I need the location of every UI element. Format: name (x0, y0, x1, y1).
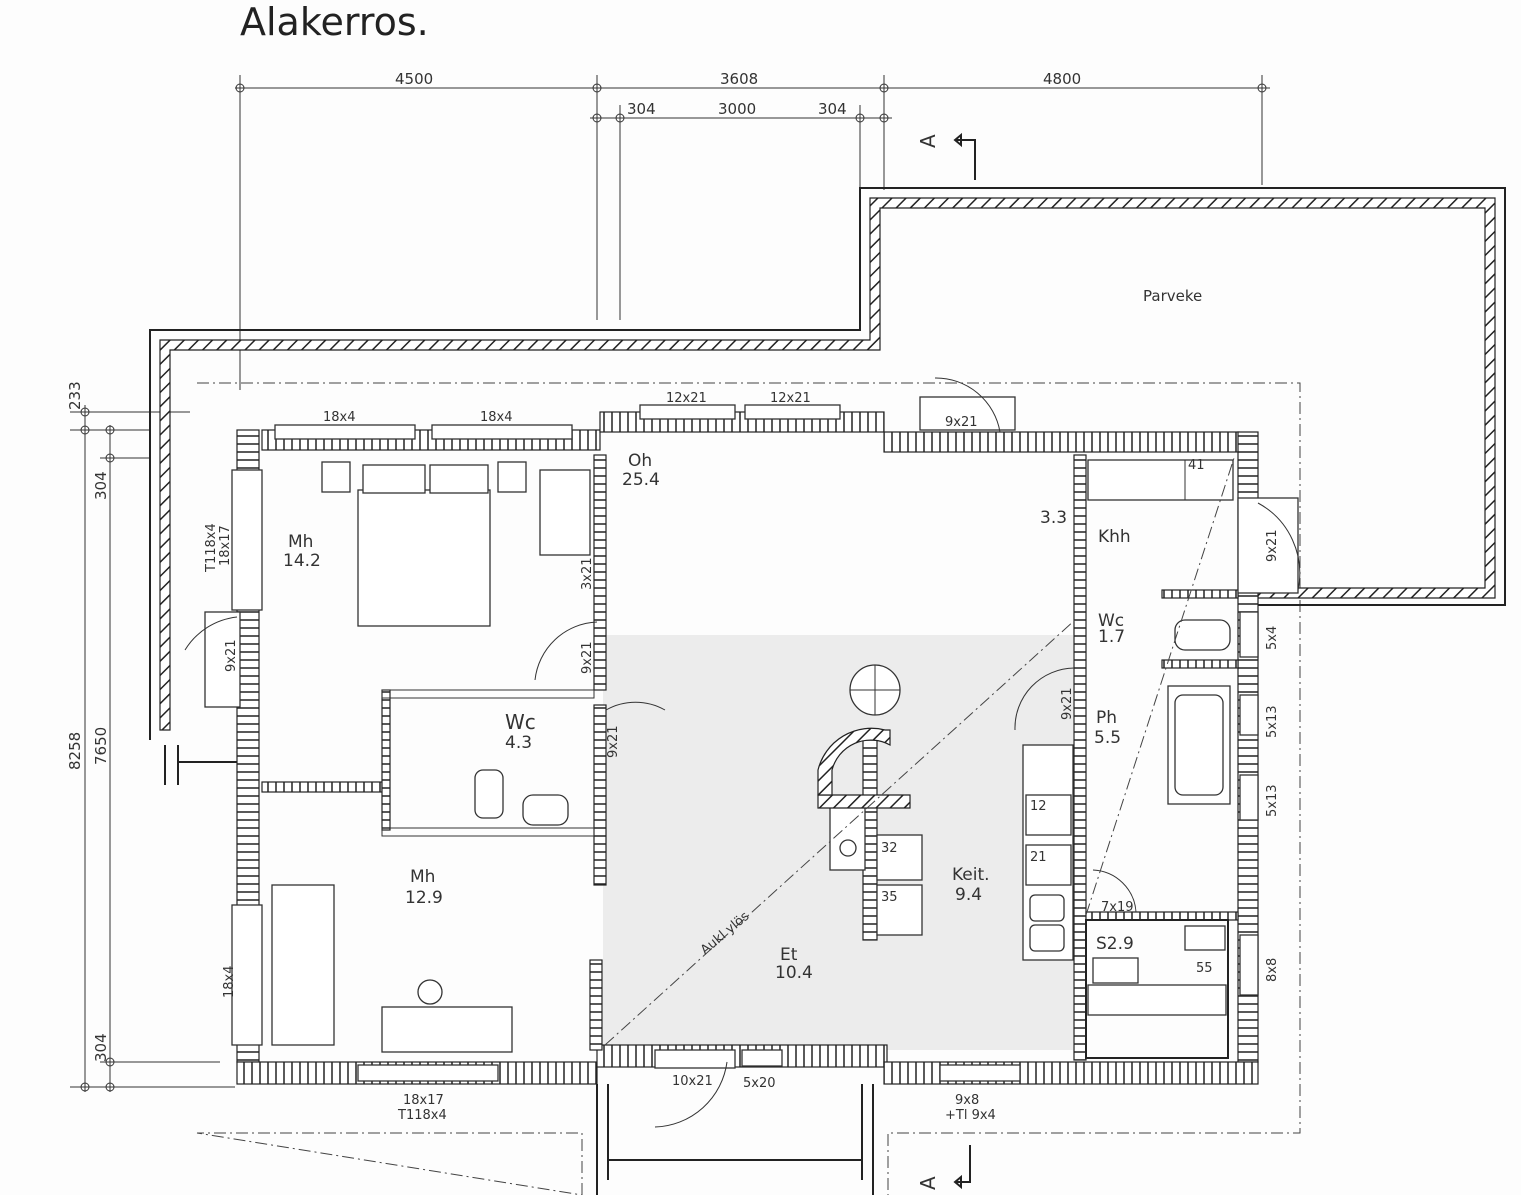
dim-304-top: 304 (92, 471, 110, 500)
top-dimension-lines (235, 75, 1270, 390)
dim-3608: 3608 (720, 70, 758, 88)
dim-7650: 7650 (92, 727, 110, 765)
label-w-top1: 18x4 (323, 410, 356, 425)
chimney (829, 804, 866, 871)
fixture-21: 21 (1030, 850, 1047, 865)
room-keit-area: 9.4 (955, 885, 982, 905)
room-mh1-name: Mh (288, 532, 313, 552)
label-w-r4: 8x8 (1265, 958, 1280, 982)
desk (381, 1006, 513, 1053)
room-et-name: Et (780, 945, 798, 965)
fixture-32: 32 (881, 841, 898, 856)
room-wc1-area: 4.3 (505, 733, 532, 753)
dim-304-a: 304 (627, 100, 656, 118)
room-keit-name: Keit. (952, 865, 990, 885)
label-w-bot2b: +Tl 9x4 (945, 1108, 996, 1123)
section-marker-top: A (916, 132, 976, 180)
label-d-right: 9x21 (1265, 529, 1280, 562)
room-mh1-area: 14.2 (283, 551, 321, 571)
label-w-bot1a: 18x17 (403, 1093, 444, 1108)
label-w-main: 5x20 (743, 1076, 776, 1091)
room-oh-name: Oh (628, 451, 652, 471)
label-w-r1: 5x4 (1265, 626, 1280, 650)
dim-233: 233 (66, 381, 84, 410)
room-wc2-name: Wc (1098, 611, 1124, 631)
furniture (271, 459, 1234, 1053)
fixture-55: 55 (1196, 961, 1213, 976)
sauna-bench (1092, 957, 1139, 984)
label-w-left1a: T118x4 (204, 523, 219, 573)
sink-wc1 (522, 794, 569, 826)
room-wc2-area: 1.7 (1098, 627, 1125, 647)
label-w-r2: 5x13 (1265, 705, 1280, 738)
label-d-mh1b: 9x21 (580, 641, 595, 674)
room-parveke: Parveke (1143, 287, 1202, 305)
label-w-bot2a: 9x8 (955, 1093, 979, 1108)
double-bed (357, 489, 491, 627)
dim-4500: 4500 (395, 70, 433, 88)
dim-304-bottom: 304 (92, 1033, 110, 1062)
label-d-sauna: 7x19 (1101, 900, 1134, 915)
label-w-left2: 18x4 (222, 965, 237, 998)
toilet-wc2 (1174, 619, 1231, 651)
label-d-ph: 9x21 (1060, 687, 1075, 720)
label-w-bot1b: T118x4 (397, 1108, 447, 1123)
label-d-main: 10x21 (672, 1074, 713, 1089)
plan-title: Alakerros. (240, 0, 429, 44)
interior-walls (261, 454, 1239, 1061)
opening-up-lines (604, 454, 1236, 1046)
dim-3000: 3000 (718, 100, 756, 118)
label-w-top3: 12x21 (666, 391, 707, 406)
section-marker-bottom: A (916, 1145, 971, 1190)
label-w-r3: 5x13 (1265, 784, 1280, 817)
label-d-wc: 9x21 (606, 725, 621, 758)
fixture-41: 41 (1188, 458, 1205, 473)
room-mh2-name: Mh (410, 867, 435, 887)
room-mh2-area: 12.9 (405, 888, 443, 908)
label-d-mh1: 3x21 (580, 557, 595, 590)
room-khh-name: Khh (1098, 527, 1131, 547)
room-et-area: 10.4 (775, 963, 813, 983)
balcony-outer (149, 187, 1506, 740)
dim-8258: 8258 (66, 732, 84, 770)
label-d-left: 9x21 (224, 639, 239, 672)
room-ph-name: Ph (1096, 708, 1117, 728)
single-bed-bottom (271, 884, 335, 1046)
room-oh-area: 25.4 (622, 470, 660, 490)
roof-outline (196, 382, 1301, 1195)
room-storage-area: 3.3 (1040, 508, 1067, 528)
openings (184, 377, 1301, 1195)
dim-4800: 4800 (1043, 70, 1081, 88)
label-w-left1b: 18x17 (218, 525, 233, 566)
fixture-12: 12 (1030, 799, 1047, 814)
dim-304-b: 304 (818, 100, 847, 118)
svg-text:A: A (916, 1176, 940, 1190)
label-w-top2: 18x4 (480, 410, 513, 425)
room-sauna: S2.9 (1096, 934, 1134, 954)
room-ph-area: 5.5 (1094, 728, 1121, 748)
sauna-stove (1184, 925, 1226, 951)
toilet-wc1 (474, 769, 504, 819)
room-wc1-name: Wc (505, 710, 536, 734)
single-bed-top (539, 469, 591, 556)
label-w-top4: 12x21 (770, 391, 811, 406)
fixture-35: 35 (881, 890, 898, 905)
label-d-top: 9x21 (945, 415, 978, 430)
svg-text:A: A (916, 134, 940, 148)
balcony-post (164, 745, 237, 785)
